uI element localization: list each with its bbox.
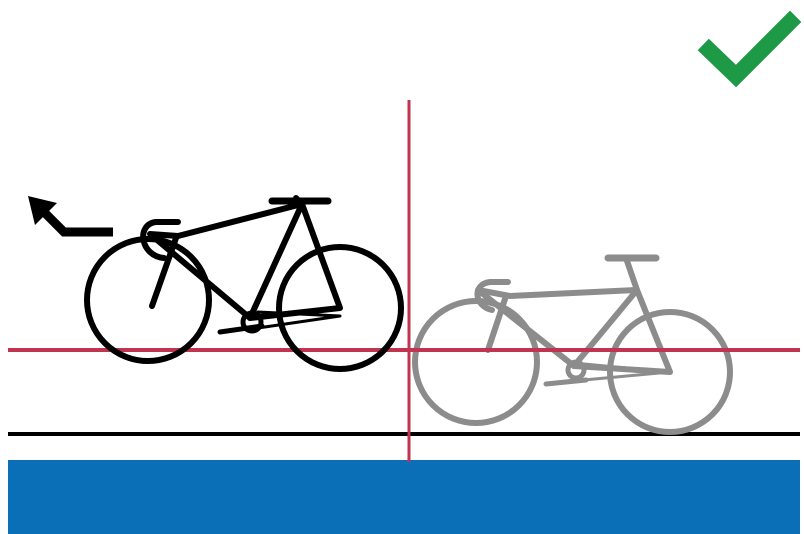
front-bike-back-wheel [87,239,209,361]
bicycle-front [87,198,401,369]
road-band [8,460,800,534]
check-mark-icon [709,22,790,76]
bicycle-rear [415,258,730,432]
arrow-up-left-icon [28,196,113,232]
